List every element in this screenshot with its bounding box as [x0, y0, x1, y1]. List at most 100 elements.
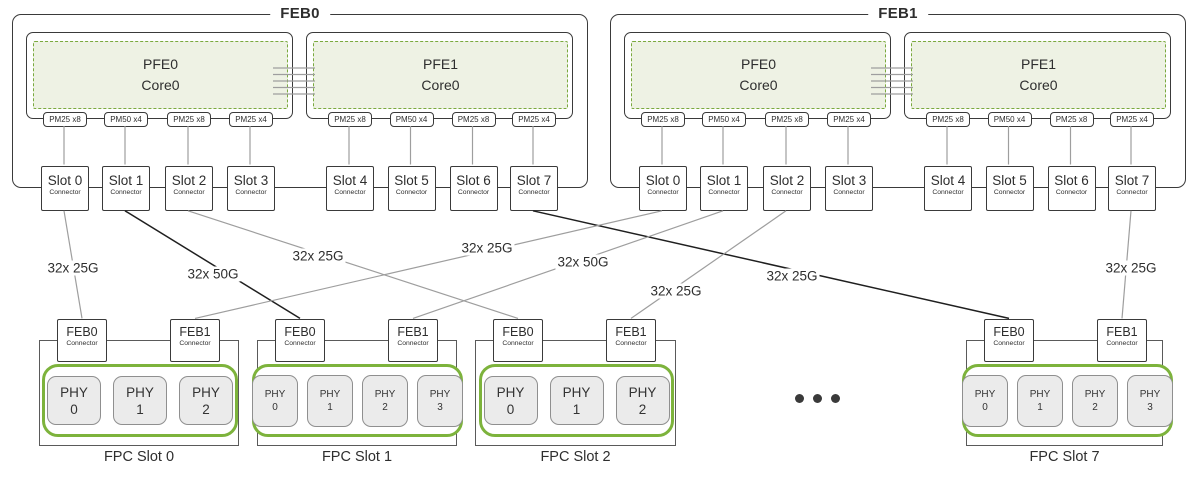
- pm-port-pm25-x8: PM25 x8: [451, 112, 496, 127]
- pm-port-pm25-x8: PM25 x8: [641, 112, 685, 127]
- phy-name: PHY: [628, 384, 657, 400]
- slot-title: Slot 7: [516, 173, 552, 188]
- link-speed-label: 32x 25G: [45, 260, 101, 276]
- pfe-core-name: Core0: [1019, 77, 1058, 93]
- pm-port-pm50-x4: PM50 x4: [104, 112, 148, 127]
- ellipsis-dot: [813, 394, 822, 403]
- slot-subtitle: Connector: [771, 189, 803, 196]
- phy-number: 2: [382, 401, 388, 413]
- pfe-core-name: Core0: [739, 77, 778, 93]
- phy-name: PHY: [974, 388, 996, 400]
- slot-subtitle: Connector: [334, 189, 366, 196]
- connector-subtitle: Connector: [993, 340, 1025, 347]
- phy-number: 2: [638, 401, 647, 417]
- phy-number: 2: [202, 401, 210, 417]
- feb-board-title: FEB1: [868, 5, 928, 22]
- pm-port-pm25-x4: PM25 x4: [229, 112, 273, 127]
- pfe-core-name: Core0: [421, 77, 460, 93]
- phy-name: PHY: [429, 388, 451, 400]
- pm-port-pm25-x8: PM25 x8: [765, 112, 809, 127]
- slot-subtitle: Connector: [49, 189, 81, 196]
- slot-title: Slot 7: [1114, 173, 1150, 188]
- ellipsis-dots: [795, 394, 840, 403]
- slot-subtitle: Connector: [457, 189, 490, 196]
- phy-name: PHY: [496, 384, 525, 400]
- connector-title: FEB1: [397, 325, 429, 339]
- pm-port-pm25-x4: PM25 x4: [1110, 112, 1154, 127]
- phy-name: PHY: [264, 388, 286, 400]
- fpc-slot-label: FPC Slot 1: [321, 449, 393, 465]
- pfe-core-name: Core0: [141, 77, 180, 93]
- phy-number: 1: [572, 401, 581, 417]
- pm-port-pm50-x4: PM50 x4: [987, 112, 1032, 127]
- phy-number: 3: [1147, 401, 1153, 413]
- link-speed-label: 32x 25G: [648, 283, 704, 299]
- slot-subtitle: Connector: [518, 189, 550, 196]
- phy-number: 2: [1092, 401, 1098, 413]
- connector-title: FEB1: [179, 325, 211, 339]
- pfe-name: PFE1: [1020, 56, 1056, 72]
- slot-title: Slot 1: [108, 173, 144, 188]
- slot-subtitle: Connector: [173, 189, 205, 196]
- phy-name: PHY: [1139, 388, 1161, 400]
- ellipsis-dot: [795, 394, 804, 403]
- phy-name: PHY: [374, 388, 396, 400]
- phy-number: 0: [982, 401, 988, 413]
- connector-title: FEB0: [502, 325, 534, 339]
- slot-title: Slot 5: [992, 173, 1027, 188]
- pm-port-pm25-x8: PM25 x8: [926, 112, 970, 127]
- slot-title: Slot 5: [394, 173, 429, 188]
- phy-name: PHY: [60, 384, 88, 400]
- slot-title: Slot 6: [1054, 173, 1089, 188]
- connector-title: FEB1: [1106, 325, 1138, 339]
- phy-number: 3: [437, 401, 443, 413]
- phy-number: 1: [1037, 401, 1043, 413]
- pm-port-pm25-x4: PM25 x4: [827, 112, 871, 127]
- pm-port-pm50-x4: PM50 x4: [702, 112, 746, 127]
- connector-subtitle: Connector: [66, 340, 98, 347]
- link-speed-label: 32x 50G: [555, 254, 611, 270]
- link-speed-label: 32x 25G: [764, 268, 820, 284]
- phy-number: 0: [272, 401, 278, 413]
- pm-port-pm50-x4: PM50 x4: [389, 112, 434, 127]
- slot-title: Slot 3: [831, 173, 867, 188]
- link-speed-label: 32x 25G: [459, 240, 515, 256]
- connector-title: FEB0: [993, 325, 1025, 339]
- slot-subtitle: Connector: [708, 189, 740, 196]
- fpc-slot-label: FPC Slot 2: [540, 449, 611, 465]
- link-speed-label: 32x 25G: [1103, 260, 1159, 276]
- pfe-name: PFE0: [142, 56, 178, 72]
- slot-title: Slot 1: [706, 173, 742, 188]
